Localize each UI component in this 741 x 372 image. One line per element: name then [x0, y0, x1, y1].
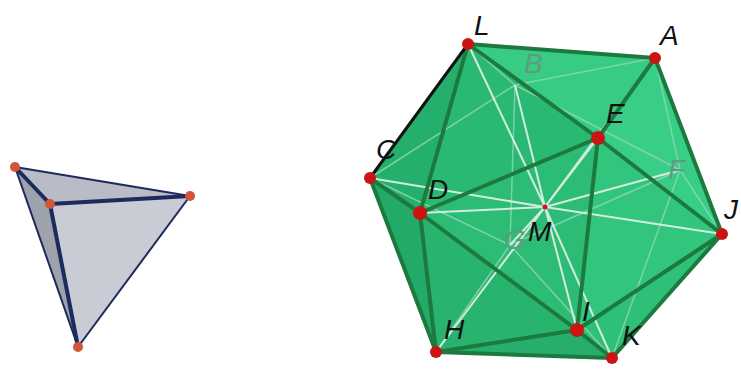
vertex-label: M [528, 218, 551, 246]
vertex-label: G [504, 226, 526, 254]
vertex-label: D [428, 176, 448, 204]
tetrahedron [10, 162, 195, 352]
vertex-label: K [622, 322, 641, 350]
vertex-label: H [444, 316, 464, 344]
vertex-label: B [524, 50, 543, 78]
vertex-label: A [660, 22, 679, 50]
vertex-label: J [724, 196, 738, 224]
vertex-label: L [474, 12, 490, 40]
vertex-label: I [582, 298, 590, 326]
vertex-label: E [606, 100, 625, 128]
vertex-label: C [376, 136, 396, 164]
icosahedron [364, 38, 728, 364]
vertex-label: F [668, 156, 685, 184]
